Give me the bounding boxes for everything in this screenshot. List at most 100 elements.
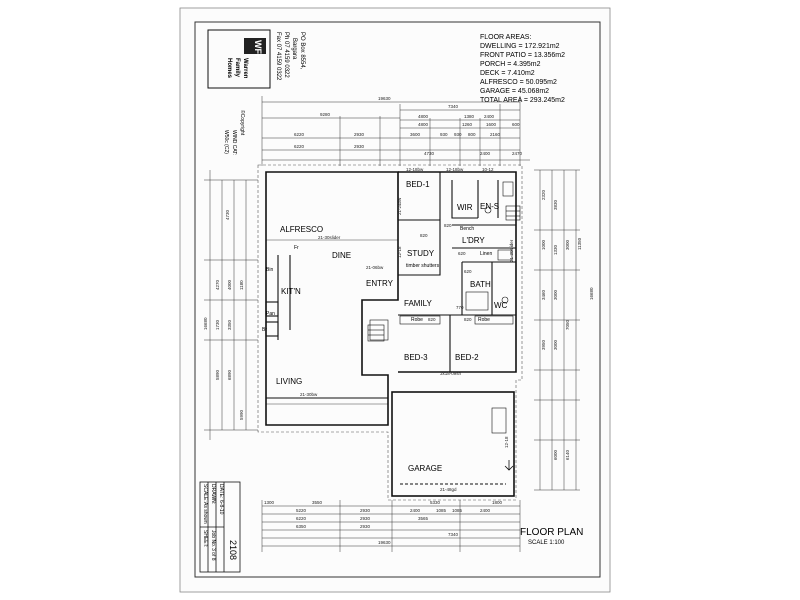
room-family: FAMILY [404, 299, 432, 308]
plan-title: FLOOR PLAN [520, 527, 584, 538]
note-robe-bed2: Robe [478, 317, 490, 323]
dim-bottom: 5330 [430, 500, 441, 505]
dim-top: 4800 [418, 122, 429, 127]
note-bin: Bin [266, 267, 274, 273]
company-name-2: Family [234, 58, 240, 78]
code-door: 820 [464, 317, 472, 322]
entry-steps [367, 324, 385, 342]
tb-job-label: Job No. [210, 530, 216, 548]
room-study: STUDY [407, 249, 435, 258]
dim-right-overall: 16680 [589, 287, 594, 300]
dim-top: 2930 [354, 144, 365, 149]
dim-right: 3460 [541, 289, 546, 300]
dim-top: 930 [454, 132, 462, 137]
garage-arrow-icon [504, 460, 514, 471]
company-fax: Fax 07 4159 0322 [275, 32, 281, 81]
drawing-border [194, 21, 601, 578]
laundry-steps [505, 205, 521, 221]
dim-top: 3600 [410, 132, 421, 137]
logo-text: WFH [253, 40, 263, 61]
code-living-window: 21-30bw [300, 392, 318, 397]
interior-walls [265, 172, 516, 485]
dim-bottom: 1800 [492, 500, 503, 505]
dim-right: 11350 [577, 237, 582, 250]
dim-top: 2930 [354, 132, 365, 137]
dim-right: 6000 [553, 449, 558, 460]
dim-bottom: 3565 [418, 516, 429, 521]
company-phone: Ph 07 4159 0322 [283, 32, 289, 78]
dim-bottom-overall: 19630 [378, 540, 391, 545]
room-bed3: BED-3 [404, 353, 428, 362]
dim-top: 600 [512, 122, 520, 127]
code-garage-window: 12-18 [504, 436, 509, 448]
room-alfresco: ALFRESCO [280, 225, 324, 234]
dim-top: 9280 [320, 112, 331, 117]
tb-drawn-label: DRAWN: [210, 484, 216, 505]
dim-top: 4800 [418, 114, 429, 119]
dim-left: 4270 [215, 279, 220, 290]
code-study-window: 12-18 [397, 246, 402, 258]
dim-right: 1330 [553, 244, 558, 255]
code-door: 770 [456, 305, 464, 310]
dim-right: 3950 [541, 339, 546, 350]
room-laundry: L'DRY [462, 236, 485, 245]
note-broom: Br [262, 327, 267, 333]
area-porch: PORCH = 4.395m2 [480, 61, 541, 68]
dim-right: 3830 [553, 199, 558, 210]
area-alfresco: ALFRESCO = 50.095m2 [480, 79, 557, 86]
dim-left: 5890 [215, 369, 220, 380]
dim-bottom: 7340 [448, 532, 459, 537]
bottom-dimension-lines [261, 500, 521, 552]
company-po-box: PO Box 8554, [299, 32, 305, 70]
dim-top: 4730 [424, 151, 435, 156]
dim-bottom: 2930 [360, 516, 371, 521]
left-dimension-lines [204, 170, 258, 440]
dim-left: 4730 [225, 209, 230, 220]
area-garage: GARAGE = 45.068m2 [480, 88, 550, 95]
dim-bottom: 2930 [360, 524, 371, 529]
code-door: 820 [420, 233, 428, 238]
floor-areas-heading: FLOOR AREAS: [480, 34, 532, 41]
tb-date-label: DATE: [218, 484, 224, 499]
dim-top: 2470 [512, 151, 523, 156]
room-garage: GARAGE [408, 464, 443, 473]
note-linen: Linen [480, 251, 493, 257]
code-ens-window: 10-12 [482, 167, 494, 172]
room-wir: WIR [457, 203, 473, 212]
dim-left: 1730 [215, 319, 220, 330]
area-front-patio: FRONT PATIO = 13.356m2 [480, 52, 566, 59]
dim-bottom: 6220 [296, 516, 307, 521]
dim-left-overall: 16680 [203, 317, 208, 330]
code-bed1-side: 21-24bw [397, 197, 402, 215]
dim-bottom: 2930 [360, 508, 371, 513]
code-bed1-window: 12-18bw [446, 167, 464, 172]
dim-top-overall: 19630 [378, 96, 391, 101]
room-ensuite: EN-S [480, 202, 500, 211]
company-name-3: Homes [226, 58, 232, 79]
area-deck: DECK = 7.410m2 [480, 70, 535, 77]
code-door: 820 [444, 223, 452, 228]
dim-top: 2400 [480, 151, 491, 156]
note-pantry: Pan [266, 311, 275, 317]
dim-left: 5990 [239, 409, 244, 420]
roof-outline-dashed [257, 164, 523, 501]
dim-right: 3000 [553, 289, 558, 300]
room-bed2: BED-2 [455, 353, 479, 362]
top-dimension-lines [261, 96, 530, 166]
dim-bottom: 2400 [410, 508, 421, 513]
dim-bottom: 2400 [480, 508, 491, 513]
tb-sheet-label: SHEET: [202, 530, 208, 548]
tb-date-value: 6-8-10 [218, 500, 224, 515]
company-logo-box [207, 29, 271, 89]
dim-top: 1600 [486, 122, 497, 127]
dim-right: 3000 [565, 239, 570, 250]
code-door: 620 [458, 251, 466, 256]
dim-top: 800 [468, 132, 476, 137]
dim-right: 7050 [565, 319, 570, 330]
dim-top: 1380 [464, 114, 475, 119]
room-bath: BATH [470, 280, 491, 289]
area-dwelling: DWELLING = 172.921m2 [480, 43, 560, 50]
dim-top: 6220 [294, 132, 305, 137]
room-kitchen: KIT'N [281, 287, 301, 296]
code-door: 620 [464, 269, 472, 274]
